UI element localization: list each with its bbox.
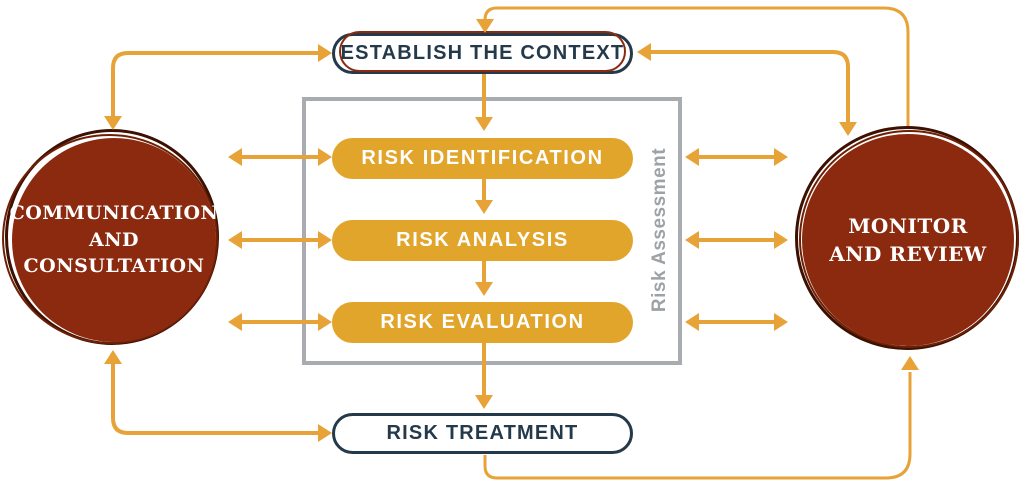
arrowhead-left <box>228 313 242 331</box>
arrowhead-right <box>318 44 332 62</box>
arrowhead-down <box>839 122 857 136</box>
connector-communication-treatment <box>104 350 332 442</box>
biarrow-evaluation-monitor <box>685 313 788 331</box>
biarrow-analysis-monitor <box>685 231 788 249</box>
arrowhead-left <box>637 43 651 61</box>
risk-analysis-label: RISK ANALYSIS <box>396 229 569 251</box>
connector-line <box>111 356 320 435</box>
risk-treatment-label: RISK TREATMENT <box>386 422 579 444</box>
monitor-line-1: MONITOR <box>848 214 968 238</box>
arrowhead-up <box>104 350 122 364</box>
monitor-line-2: AND REVIEW <box>829 242 987 266</box>
arrowhead-right <box>774 313 788 331</box>
risk-evaluation-node: RISK EVALUATION <box>332 302 633 343</box>
communication-line-2: AND <box>88 228 140 251</box>
risk-analysis-node: RISK ANALYSIS <box>332 220 633 261</box>
arrowhead-down <box>475 395 493 409</box>
arrowhead-right <box>774 148 788 166</box>
monitor-review-node: MONITOR AND REVIEW <box>802 134 1014 346</box>
communication-circle-outer-ring <box>5 129 219 345</box>
arrowhead-down <box>104 116 122 130</box>
risk-assessment-side-label: Risk Assessment <box>649 147 670 313</box>
monitor-circle-outer-ring <box>795 126 1019 350</box>
communication-consultation-node: COMMUNICATION AND CONSULTATION <box>9 138 219 342</box>
risk-identification-label: RISK IDENTIFICATION <box>361 147 604 169</box>
connector-communication-establish <box>104 44 332 130</box>
arrowhead-right <box>318 424 332 442</box>
arrowhead-left <box>685 148 699 166</box>
communication-line-3: CONSULTATION <box>23 255 205 278</box>
risk-evaluation-label: RISK EVALUATION <box>380 311 585 333</box>
establish-context-node: ESTABLISH THE CONTEXT <box>332 31 633 74</box>
arrowhead-right <box>774 231 788 249</box>
connector-line <box>111 51 320 124</box>
arrowhead-left <box>228 148 242 166</box>
arrowhead-left <box>685 313 699 331</box>
arrowhead-up <box>901 356 919 370</box>
biarrow-identification-monitor <box>685 148 788 166</box>
risk-identification-node: RISK IDENTIFICATION <box>332 138 633 179</box>
establish-context-label: ESTABLISH THE CONTEXT <box>340 42 625 64</box>
arrowhead-left <box>685 231 699 249</box>
communication-line-1: COMMUNICATION <box>9 202 219 225</box>
arrowhead-left <box>228 231 242 249</box>
risk-treatment-node: RISK TREATMENT <box>332 413 633 454</box>
